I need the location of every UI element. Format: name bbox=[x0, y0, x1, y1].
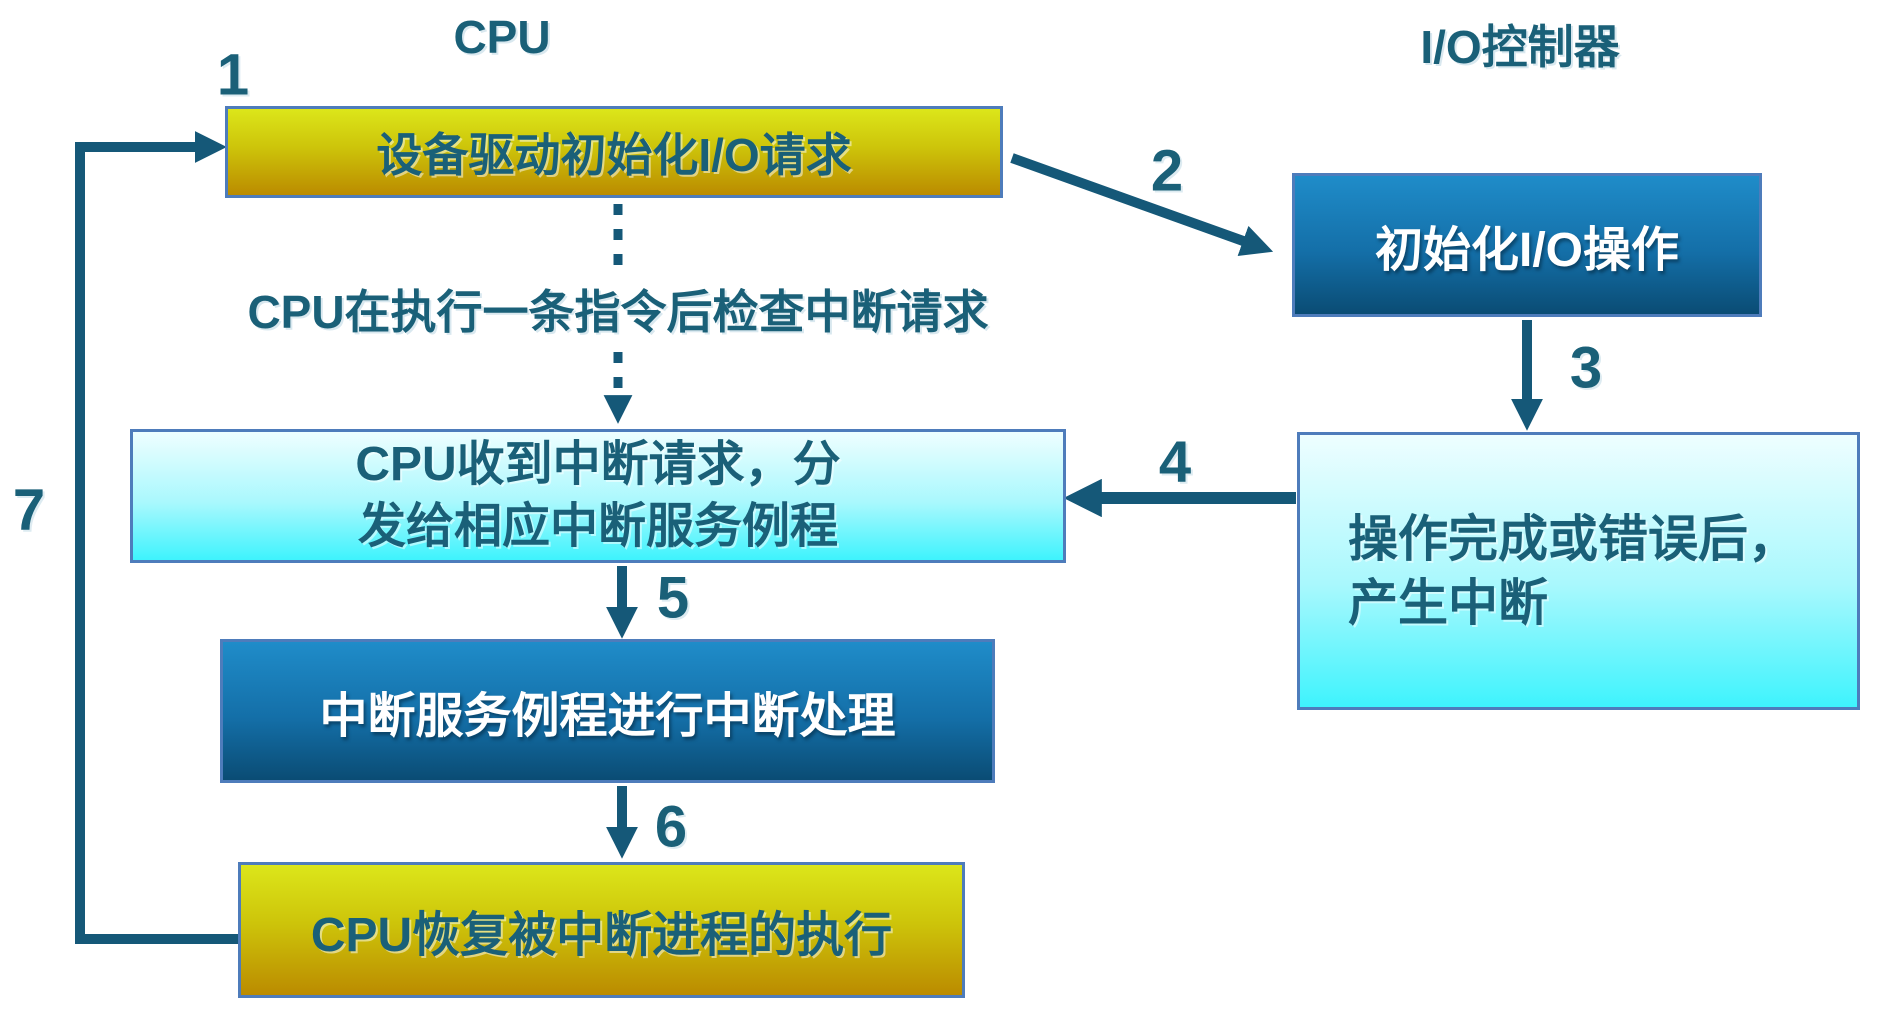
step-label-3: 3 bbox=[1569, 335, 1603, 401]
node-cpu-receive-interrupt: CPU收到中断请求，分 发给相应中断服务例程 bbox=[130, 429, 1066, 563]
node-operation-complete-line2: 产生中断 bbox=[1348, 575, 1548, 631]
cpu-column-title: CPU bbox=[453, 11, 551, 63]
step-label-2: 2 bbox=[1150, 138, 1184, 204]
node-isr-process-interrupt: 中断服务例程进行中断处理 bbox=[220, 639, 995, 783]
arrow-step2 bbox=[1010, 153, 1274, 256]
step-label-1: 1 bbox=[216, 42, 250, 108]
node-init-io-operation: 初始化I/O操作 bbox=[1292, 173, 1762, 317]
node-device-driver-init: 设备驱动初始化I/O请求 bbox=[225, 106, 1003, 198]
node-cpu-resume-process: CPU恢复被中断进程的执行 bbox=[238, 862, 965, 998]
arrow-step7-loop bbox=[75, 130, 238, 944]
step-label-7: 7 bbox=[12, 477, 46, 543]
node-init-io-operation-label: 初始化I/O操作 bbox=[1374, 224, 1679, 277]
node-cpu-receive-line1: CPU收到中断请求，分 bbox=[355, 438, 841, 491]
io-controller-column-title: I/O控制器 bbox=[1420, 21, 1620, 73]
step-label-4: 4 bbox=[1158, 429, 1192, 495]
cpu-check-interrupt-note: CPU在执行一条指令后检查中断请求 bbox=[247, 286, 989, 338]
node-cpu-resume-label: CPU恢复被中断进程的执行 bbox=[310, 909, 893, 962]
node-cpu-receive-line2: 发给相应中断服务例程 bbox=[357, 500, 838, 553]
node-isr-process-label: 中断服务例程进行中断处理 bbox=[319, 690, 896, 743]
node-device-driver-init-label: 设备驱动初始化I/O请求 bbox=[376, 129, 852, 181]
node-operation-complete-interrupt: 操作完成或错误后， 产生中断 bbox=[1297, 432, 1860, 710]
node-operation-complete-line1: 操作完成或错误后， bbox=[1348, 511, 1798, 567]
step-label-5: 5 bbox=[656, 565, 690, 631]
step-label-6: 6 bbox=[654, 794, 688, 860]
